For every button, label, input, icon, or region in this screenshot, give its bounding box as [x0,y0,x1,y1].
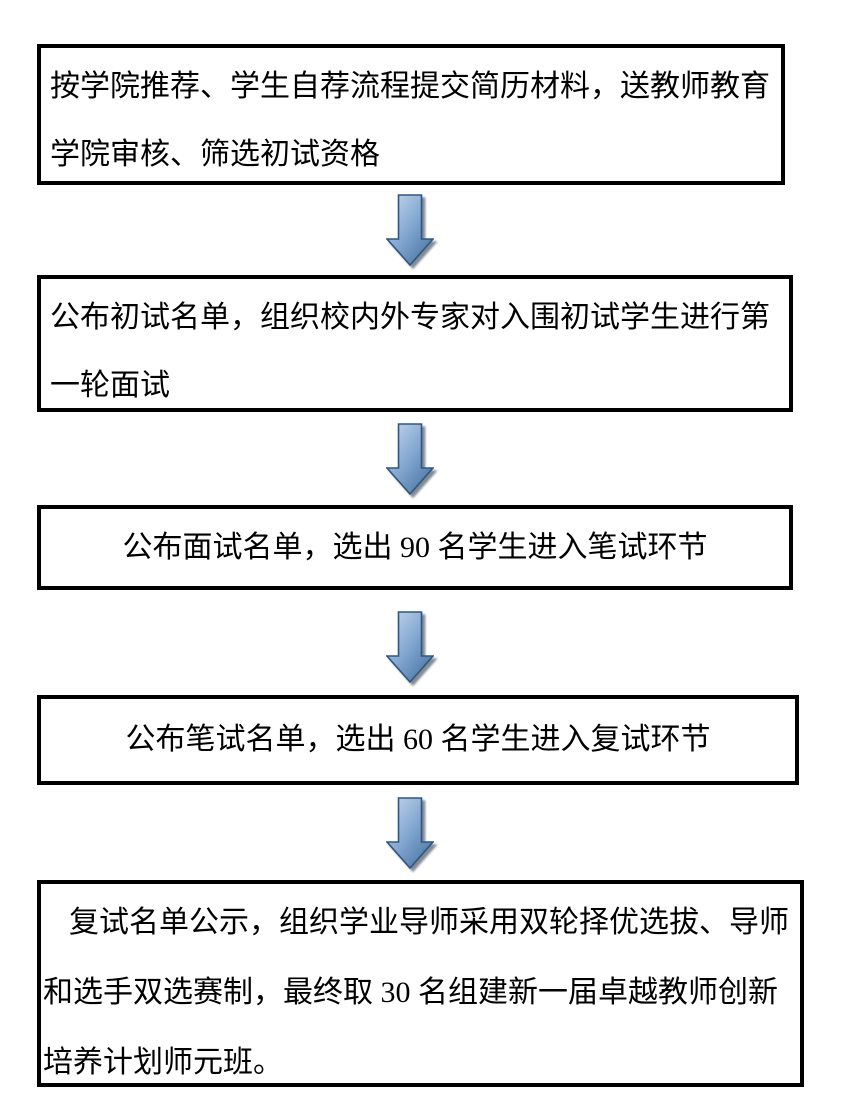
text-line: 公布笔试名单，选出 60 名学生进入复试环节 [125,723,711,756]
text-line: 学院审核、筛选初试资格 [50,138,380,171]
down-arrow-icon [386,194,434,266]
flow-step-5-text: 复试名单公示，组织学业导师采用双轮择优选拔、导师 和选手双选赛制，最终取 30 … [41,884,800,1098]
flow-step-1-text: 按学院推荐、学生自荐流程提交简历材料，送教师教育 学院审核、筛选初试资格 [41,48,781,189]
text-line: 按学院推荐、学生自荐流程提交简历材料，送教师教育 [50,70,770,103]
flow-step-3: 公布面试名单，选出 90 名学生进入笔试环节 [37,505,793,590]
text-line: 公布面试名单，选出 90 名学生进入笔试环节 [122,530,708,564]
flow-step-5: 复试名单公示，组织学业导师采用双轮择优选拔、导师 和选手双选赛制，最终取 30 … [37,880,804,1087]
text-line: 一轮面试 [50,369,170,402]
text-line: 复试名单公示，组织学业导师采用双轮择优选拔、导师 [69,906,789,939]
down-arrow-icon [386,797,434,869]
flow-step-2: 公布初试名单，组织校内外专家对入围初试学生进行第 一轮面试 [37,275,793,412]
text-line: 和选手双选赛制，最终取 30 名组建新一届卓越教师创新 [43,976,778,1009]
down-arrow-icon [386,611,434,683]
flow-step-4: 公布笔试名单，选出 60 名学生进入复试环节 [37,695,799,785]
flow-step-1: 按学院推荐、学生自荐流程提交简历材料，送教师教育 学院审核、筛选初试资格 [37,44,785,185]
down-arrow-icon [386,423,434,495]
text-line: 培养计划师元班。 [43,1046,283,1079]
text-line: 公布初试名单，组织校内外专家对入围初试学生进行第 [50,301,770,334]
flow-step-2-text: 公布初试名单，组织校内外专家对入围初试学生进行第 一轮面试 [41,279,789,420]
